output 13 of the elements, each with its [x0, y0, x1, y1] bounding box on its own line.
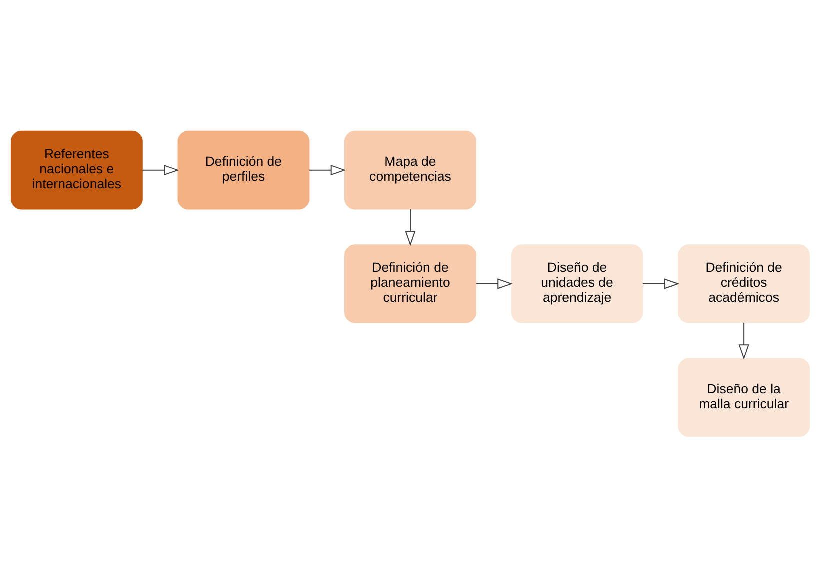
arrow: [642, 278, 680, 289]
arrow: [309, 164, 346, 176]
node-box: Mapa de competencias: [344, 130, 476, 210]
node-box: Diseño de unidades de aprendizaje: [511, 244, 644, 323]
arrow: [738, 322, 750, 360]
node-box: Diseño de la malla curricular: [678, 358, 810, 437]
arrow: [142, 164, 180, 176]
arrow: [476, 278, 513, 289]
node-box: Referentes nacionales e internacionales: [10, 130, 143, 210]
node-box: Definición de perfiles: [178, 130, 310, 210]
node-box: Definición de planeamiento curricular: [344, 244, 476, 323]
arrow: [405, 208, 416, 246]
node-box: Definición de créditos académicos: [678, 244, 810, 323]
